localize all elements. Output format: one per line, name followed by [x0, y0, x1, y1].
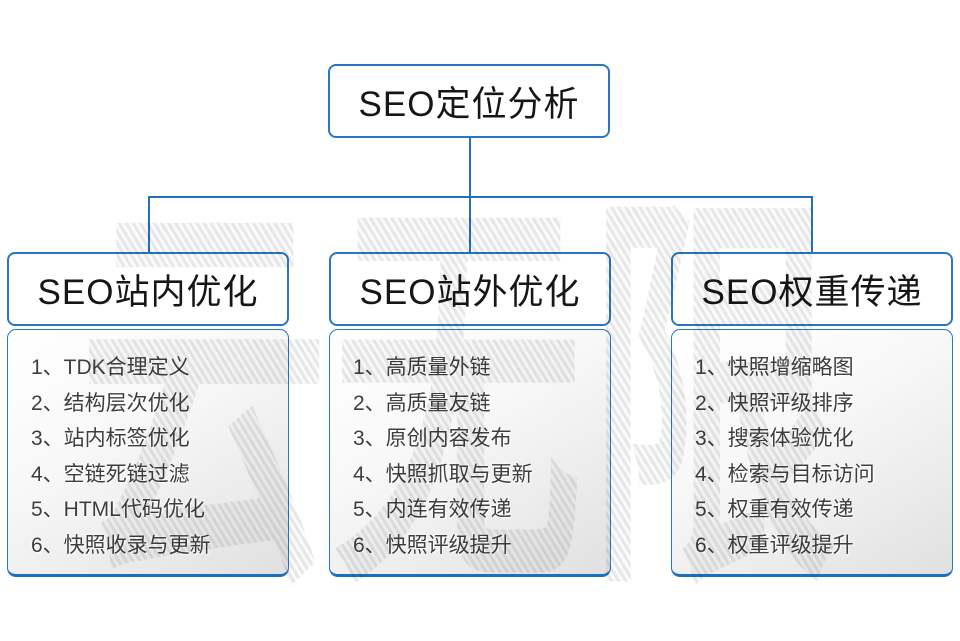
list-item: 3、原创内容发布: [353, 427, 512, 451]
node-offsite-label: SEO站外优化: [359, 272, 581, 312]
list-item: 1、快照增缩略图: [695, 356, 854, 379]
list-item: 2、快照评级排序: [695, 391, 854, 415]
list-item: 6、快照评级提升: [353, 533, 512, 557]
root-node-seo-positioning: SEO定位分析: [328, 64, 610, 138]
connector-drop-left-line: [148, 196, 150, 253]
list-item: 1、高质量外链: [353, 356, 491, 379]
panel-weight-items: 1、快照增缩略图 2、快照评级排序 3、搜索体验优化 4、检索与目标访问 5、权…: [671, 329, 953, 577]
weight-item-list: 1、快照增缩略图 2、快照评级排序 3、搜索体验优化 4、检索与目标访问 5、权…: [672, 330, 952, 564]
panel-offsite-items: 1、高质量外链 2、高质量友链 3、原创内容发布 4、快照抓取与更新 5、内连有…: [329, 329, 611, 577]
node-weight-label: SEO权重传递: [701, 272, 923, 312]
list-item: 3、站内标签优化: [31, 427, 190, 451]
list-item: 2、高质量友链: [353, 391, 491, 415]
list-item: 3、搜索体验优化: [695, 427, 854, 451]
connector-trunk-line: [469, 138, 471, 197]
list-item: 5、权重有效传递: [695, 498, 854, 522]
offsite-item-list: 1、高质量外链 2、高质量友链 3、原创内容发布 4、快照抓取与更新 5、内连有…: [330, 330, 610, 564]
list-item: 4、检索与目标访问: [695, 462, 875, 486]
node-weight-transfer: SEO权重传递: [671, 252, 953, 326]
list-item: 4、空链死链过滤: [31, 462, 190, 486]
root-node-label: SEO定位分析: [358, 84, 580, 124]
connector-drop-right-line: [811, 196, 813, 253]
onsite-item-list: 1、TDK合理定义 2、结构层次优化 3、站内标签优化 4、空链死链过滤 5、H…: [8, 330, 288, 564]
list-item: 6、权重评级提升: [695, 533, 854, 557]
connector-drop-middle-line: [469, 196, 471, 253]
list-item: 6、快照收录与更新: [31, 533, 211, 557]
list-item: 2、结构层次优化: [31, 391, 190, 415]
node-onsite-optimization: SEO站内优化: [7, 252, 289, 326]
panel-onsite-items: 1、TDK合理定义 2、结构层次优化 3、站内标签优化 4、空链死链过滤 5、H…: [7, 329, 289, 577]
list-item: 5、内连有效传递: [353, 498, 512, 522]
list-item: 5、HTML代码优化: [31, 498, 205, 522]
connector-horizontal-line: [148, 196, 813, 198]
node-offsite-optimization: SEO站外优化: [329, 252, 611, 326]
list-item: 4、快照抓取与更新: [353, 462, 533, 486]
list-item: 1、TDK合理定义: [31, 356, 190, 379]
node-onsite-label: SEO站内优化: [37, 272, 259, 312]
